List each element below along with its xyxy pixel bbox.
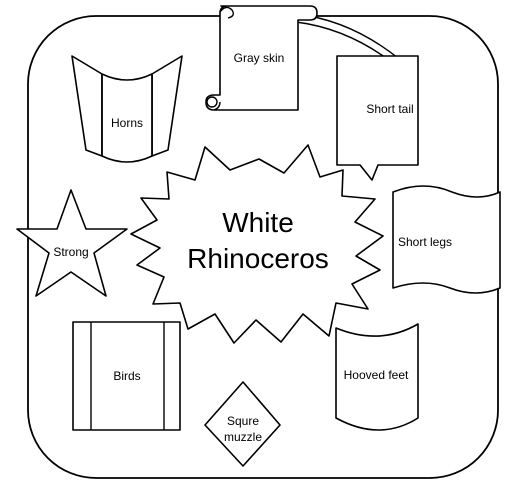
- node-hooved-feet: Hooved feet: [335, 323, 419, 431]
- center-label-line2: Rhinoceros: [187, 243, 329, 274]
- node-short-tail-label: Short tail: [366, 102, 413, 116]
- node-short-tail: Short tail: [336, 55, 419, 181]
- center-label-line1: White: [222, 207, 294, 238]
- node-birds: Birds: [72, 321, 181, 431]
- node-horns-label: Horns: [111, 116, 143, 130]
- node-gray-skin-label: Gray skin: [234, 51, 285, 65]
- node-strong-label: Strong: [53, 245, 88, 259]
- center-starburst: White Rhinoceros: [130, 144, 384, 344]
- node-squre-muzzle: Squre muzzle: [204, 381, 281, 467]
- node-short-legs: Short legs: [392, 185, 501, 294]
- node-squre-muzzle-label-line2: muzzle: [224, 430, 262, 444]
- node-gray-skin: Gray skin: [205, 5, 318, 111]
- node-horns: Horns: [71, 55, 183, 163]
- node-short-legs-label: Short legs: [398, 235, 452, 249]
- scroll-curl: [206, 96, 218, 108]
- node-hooved-feet-label: Hooved feet: [344, 368, 409, 382]
- node-birds-label: Birds: [113, 369, 140, 383]
- node-squre-muzzle-label-line1: Squre: [227, 414, 259, 428]
- connector-curve-inner: [295, 21, 387, 59]
- node-strong: Strong: [16, 189, 128, 297]
